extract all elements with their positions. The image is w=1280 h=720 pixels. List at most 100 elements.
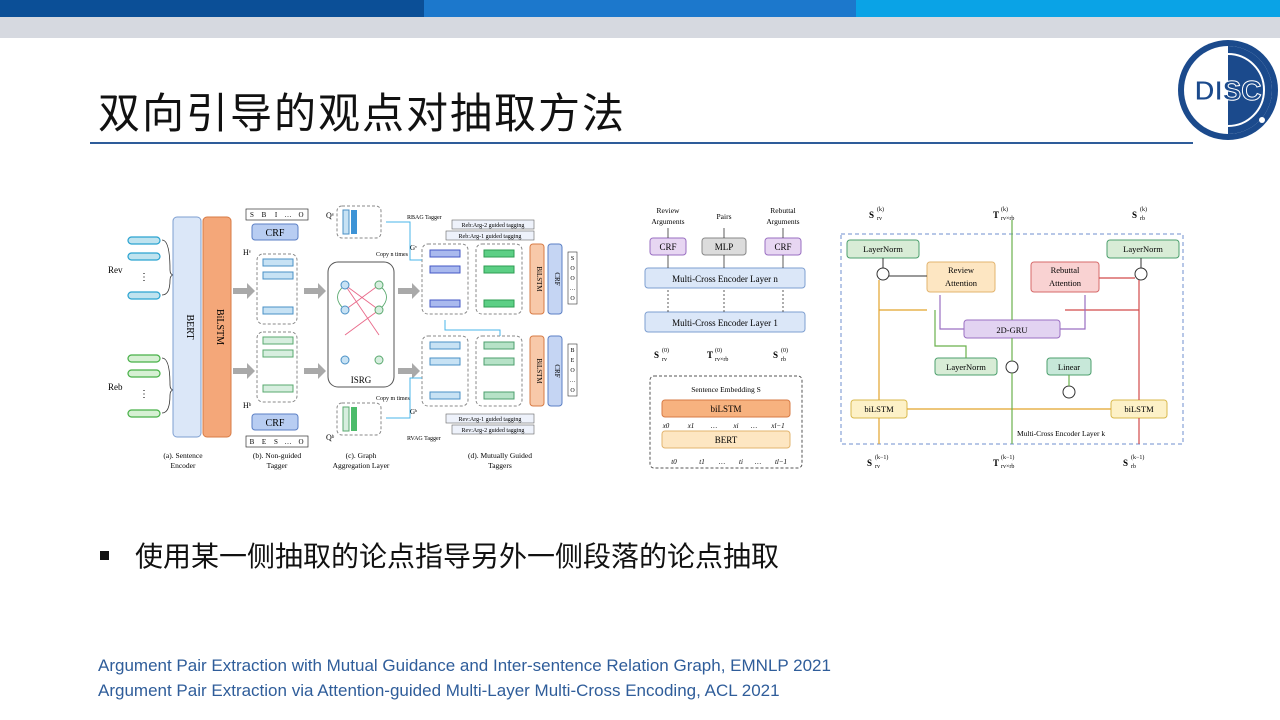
svg-text:rv×rb: rv×rb	[715, 357, 728, 363]
svg-text:rb: rb	[781, 357, 786, 363]
svg-text:BERT: BERT	[715, 435, 738, 445]
svg-text:T: T	[993, 458, 999, 468]
svg-text:…: …	[570, 286, 576, 292]
bullet-text: 使用某一侧抽取的论点指导另外一侧段落的论点抽取	[135, 540, 780, 573]
svg-text:Linear: Linear	[1058, 362, 1080, 372]
svg-text:…: …	[570, 378, 576, 384]
svg-text:T: T	[993, 210, 999, 220]
svg-text:rb: rb	[1140, 216, 1145, 222]
svg-text:xl−1: xl−1	[770, 422, 784, 430]
svg-text:BiLSTM: BiLSTM	[535, 266, 543, 292]
svg-text:O: O	[570, 266, 575, 272]
svg-text:O: O	[298, 211, 303, 219]
svg-text:CRF: CRF	[774, 242, 791, 252]
svg-text:(0): (0)	[662, 347, 669, 354]
svg-text:B: B	[262, 211, 267, 219]
logo-text: DISC	[1195, 75, 1262, 106]
svg-text:S: S	[274, 438, 278, 446]
svg-text:Encoder: Encoder	[171, 461, 196, 470]
crf-top-block	[251, 223, 299, 241]
svg-text:Multi-Cross Encoder Layer k: Multi-Cross Encoder Layer k	[1017, 429, 1105, 438]
svg-text:…: …	[285, 438, 292, 446]
svg-text:t1: t1	[699, 458, 704, 466]
svg-text:rv×rb: rv×rb	[1001, 216, 1014, 222]
svg-text:RBAG Tagger: RBAG Tagger	[407, 215, 442, 221]
svg-text:Sentence Embedding S: Sentence Embedding S	[691, 385, 761, 394]
svg-text:Reb:Arg-2 guided tagging: Reb:Arg-2 guided tagging	[462, 223, 525, 229]
svg-text:rv: rv	[662, 357, 667, 363]
svg-text:(k): (k)	[1140, 206, 1147, 213]
svg-text:(d). Mutually Guided: (d). Mutually Guided	[468, 451, 532, 460]
svg-text:biLSTM: biLSTM	[1124, 404, 1154, 414]
svg-text:LayerNorm: LayerNorm	[1123, 244, 1163, 254]
svg-text:Hᵛ: Hᵛ	[243, 248, 252, 257]
svg-text:biLSTM: biLSTM	[864, 404, 894, 414]
svg-text:(a). Sentence: (a). Sentence	[163, 451, 203, 460]
svg-text:rb: rb	[1131, 464, 1136, 470]
svg-text:E: E	[571, 358, 575, 364]
svg-text:S: S	[250, 211, 254, 219]
svg-text:O: O	[570, 276, 575, 282]
svg-text:t0: t0	[671, 458, 677, 466]
svg-text:S: S	[869, 210, 874, 220]
svg-text:O: O	[298, 438, 303, 446]
svg-text:⋮: ⋮	[139, 272, 149, 283]
svg-text:Review: Review	[657, 206, 680, 215]
svg-text:CRF: CRF	[553, 272, 561, 285]
references: Argument Pair Extraction with Mutual Gui…	[98, 653, 831, 703]
disc-logo: DISC	[1178, 40, 1278, 140]
svg-text:Arguments: Arguments	[766, 217, 799, 226]
svg-text:rv×rb: rv×rb	[1001, 464, 1014, 470]
svg-text:rv: rv	[877, 216, 882, 222]
slide-title: 双向引导的观点对抽取方法	[98, 89, 627, 138]
svg-text:xi: xi	[732, 422, 738, 430]
svg-text:…: …	[719, 458, 725, 466]
svg-text:B: B	[570, 348, 574, 354]
svg-text:LayerNorm: LayerNorm	[946, 362, 986, 372]
reference-1: Argument Pair Extraction with Mutual Gui…	[98, 656, 831, 675]
svg-text:x0: x0	[662, 422, 670, 430]
svg-text:Multi-Cross Encoder Layer 1: Multi-Cross Encoder Layer 1	[672, 318, 778, 328]
svg-text:BiLSTM: BiLSTM	[535, 358, 543, 384]
bert-label: BERT	[184, 315, 195, 340]
svg-text:(b). Non-guided: (b). Non-guided	[253, 451, 302, 460]
svg-text:LayerNorm: LayerNorm	[863, 244, 903, 254]
svg-text:T: T	[707, 350, 713, 360]
reb-label: Reb	[108, 382, 123, 392]
svg-text:Rev:Arg-2 guided tagging: Rev:Arg-2 guided tagging	[462, 428, 525, 434]
svg-text:CRF: CRF	[266, 228, 285, 239]
svg-text:Pairs: Pairs	[717, 212, 732, 221]
svg-text:Attention: Attention	[1049, 278, 1082, 288]
svg-text:Copy n times: Copy n times	[376, 252, 409, 258]
svg-text:…: …	[285, 211, 292, 219]
svg-text:CRF: CRF	[659, 242, 676, 252]
svg-text:Attention: Attention	[945, 278, 978, 288]
header-band-light	[856, 0, 1280, 17]
svg-text:Tagger: Tagger	[267, 461, 288, 470]
svg-text:Copy m times: Copy m times	[376, 396, 410, 402]
reference-2: Argument Pair Extraction via Attention-g…	[98, 681, 780, 700]
svg-text:CRF: CRF	[553, 364, 561, 377]
svg-text:Reb:Arg-1 guided tagging: Reb:Arg-1 guided tagging	[459, 234, 522, 240]
svg-text:…: …	[751, 422, 757, 430]
svg-text:MLP: MLP	[715, 242, 734, 252]
bullet-marker	[100, 550, 109, 560]
svg-text:Rebuttal: Rebuttal	[770, 206, 795, 215]
svg-text:(0): (0)	[781, 347, 788, 354]
svg-text:S: S	[654, 350, 659, 360]
svg-text:rv: rv	[875, 464, 880, 470]
svg-text:(0): (0)	[715, 347, 722, 354]
title-rule	[90, 142, 1193, 144]
svg-text:I: I	[275, 211, 278, 219]
svg-text:Rebuttal: Rebuttal	[1051, 265, 1080, 275]
bilstm-block	[202, 216, 232, 438]
svg-text:RVAG Tagger: RVAG Tagger	[407, 436, 441, 442]
svg-text:(k−1): (k−1)	[1001, 454, 1014, 461]
svg-text:S: S	[773, 350, 778, 360]
svg-text:…: …	[711, 422, 717, 430]
svg-text:E: E	[262, 438, 266, 446]
svg-text:Gᵇ: Gᵇ	[410, 408, 418, 416]
svg-text:ti: ti	[739, 458, 743, 466]
svg-text:⋮: ⋮	[139, 389, 149, 400]
